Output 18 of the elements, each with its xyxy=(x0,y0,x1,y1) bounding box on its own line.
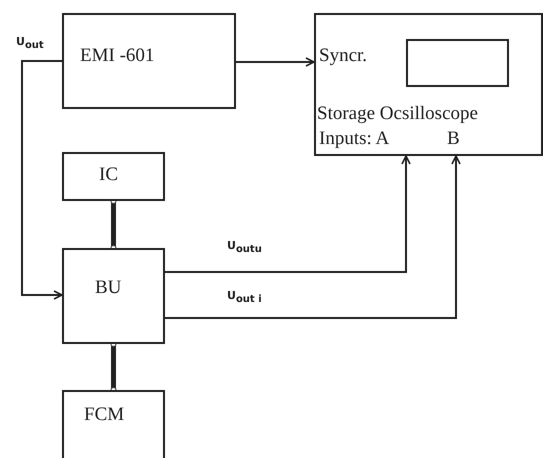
oscilloscope-box xyxy=(314,13,543,156)
screen-box xyxy=(406,39,509,87)
node-label: B xyxy=(447,128,460,150)
node-label: Storage Ocsilloscope xyxy=(317,103,478,125)
node-label: Syncr. xyxy=(319,45,368,67)
process-box xyxy=(62,390,165,458)
node-label: FCM xyxy=(84,404,124,426)
generator-box xyxy=(62,13,236,109)
arrow xyxy=(236,57,315,67)
arrow xyxy=(165,155,411,273)
process-box xyxy=(62,248,165,344)
arrow xyxy=(21,60,63,300)
process-box xyxy=(62,152,165,201)
node-label: IC xyxy=(99,164,118,186)
node-label: EMI -601 xyxy=(80,45,154,67)
arrow xyxy=(165,155,461,319)
node-label: Inputs: A xyxy=(319,128,390,150)
node-label: BU xyxy=(95,277,122,299)
